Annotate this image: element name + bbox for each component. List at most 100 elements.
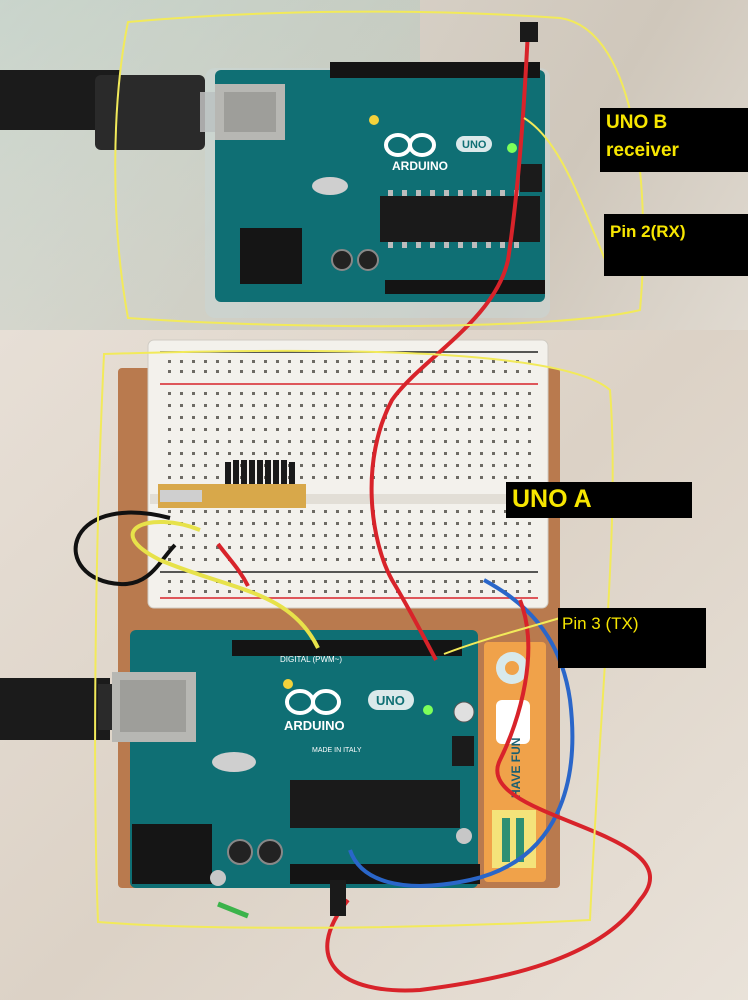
breadboard-hole (456, 558, 459, 561)
breadboard-hole (348, 370, 351, 373)
breadboard-hole (228, 404, 231, 407)
breadboard-hole (192, 416, 195, 419)
breadboard-hole (204, 464, 207, 467)
breadboard-hole (324, 546, 327, 549)
breadboard-hole (348, 590, 351, 593)
breadboard-hole (384, 558, 387, 561)
breadboard-hole (444, 546, 447, 549)
breadboard-hole (264, 440, 267, 443)
breadboard-hole (528, 392, 531, 395)
breadboard-hole (420, 510, 423, 513)
breadboard-hole (192, 546, 195, 549)
breadboard-hole (420, 558, 423, 561)
breadboard-hole (276, 404, 279, 407)
breadboard-hole (468, 464, 471, 467)
breadboard-hole (480, 510, 483, 513)
breadboard-hole (372, 404, 375, 407)
breadboard-hole (516, 464, 519, 467)
breadboard-hole (276, 370, 279, 373)
breadboard-hole (516, 558, 519, 561)
breadboard-hole (264, 580, 267, 583)
breadboard-hole (396, 476, 399, 479)
breadboard-hole (360, 440, 363, 443)
breadboard-hole (300, 404, 303, 407)
breadboard-hole (204, 534, 207, 537)
breadboard-hole (468, 580, 471, 583)
breadboard-hole (192, 510, 195, 513)
breadboard-hole (468, 476, 471, 479)
breadboard-hole (456, 360, 459, 363)
breadboard-hole (480, 464, 483, 467)
breadboard-hole (444, 416, 447, 419)
breadboard-hole (264, 428, 267, 431)
breadboard-hole (516, 440, 519, 443)
breadboard-hole (432, 476, 435, 479)
breadboard-hole (408, 510, 411, 513)
breadboard-hole (516, 416, 519, 419)
breadboard-hole (456, 416, 459, 419)
breadboard-hole (396, 534, 399, 537)
breadboard-hole (336, 558, 339, 561)
breadboard-hole (492, 392, 495, 395)
breadboard-hole (444, 428, 447, 431)
breadboard-hole (360, 404, 363, 407)
breadboard-hole (360, 392, 363, 395)
breadboard-hole (480, 452, 483, 455)
breadboard-hole (468, 370, 471, 373)
breadboard-hole (228, 534, 231, 537)
breadboard-hole (168, 464, 171, 467)
breadboard-hole (456, 534, 459, 537)
breadboard-hole (468, 428, 471, 431)
breadboard-hole (348, 464, 351, 467)
breadboard-hole (204, 428, 207, 431)
breadboard-hole (528, 428, 531, 431)
breadboard-hole (180, 590, 183, 593)
breadboard-hole (492, 404, 495, 407)
yellow-wire (130, 519, 320, 649)
breadboard-hole (252, 370, 255, 373)
breadboard-hole (216, 428, 219, 431)
breadboard-hole (480, 440, 483, 443)
breadboard-hole (180, 580, 183, 583)
breadboard-hole (192, 392, 195, 395)
breadboard-hole (264, 558, 267, 561)
rx-pin-connector (520, 22, 538, 42)
breadboard-hole (528, 522, 531, 525)
breadboard-hole (528, 580, 531, 583)
breadboard-hole (468, 522, 471, 525)
breadboard-hole (348, 428, 351, 431)
breadboard-hole (312, 558, 315, 561)
breadboard-hole (180, 428, 183, 431)
breadboard-hole (444, 590, 447, 593)
breadboard-hole (264, 546, 267, 549)
breadboard-hole (300, 522, 303, 525)
breadboard-hole (480, 522, 483, 525)
breadboard-hole (384, 370, 387, 373)
breadboard-hole (528, 464, 531, 467)
breadboard-hole (228, 428, 231, 431)
breadboard-hole (492, 476, 495, 479)
breadboard-hole (216, 464, 219, 467)
breadboard-hole (492, 360, 495, 363)
breadboard-hole (504, 404, 507, 407)
breadboard-hole (384, 464, 387, 467)
breadboard-hole (528, 404, 531, 407)
breadboard-hole (444, 404, 447, 407)
breadboard-hole (408, 416, 411, 419)
breadboard-hole (480, 360, 483, 363)
breadboard-hole (336, 590, 339, 593)
breadboard-hole (360, 416, 363, 419)
breadboard-hole (528, 360, 531, 363)
breadboard-hole (276, 428, 279, 431)
breadboard-hole (216, 476, 219, 479)
breadboard-hole (324, 440, 327, 443)
breadboard-hole (312, 370, 315, 373)
breadboard-hole (276, 416, 279, 419)
breadboard-hole (288, 452, 291, 455)
breadboard-hole (288, 558, 291, 561)
breadboard-hole (192, 360, 195, 363)
breadboard-hole (408, 370, 411, 373)
breadboard-hole (528, 370, 531, 373)
breadboard-hole (504, 510, 507, 513)
breadboard-hole (252, 558, 255, 561)
